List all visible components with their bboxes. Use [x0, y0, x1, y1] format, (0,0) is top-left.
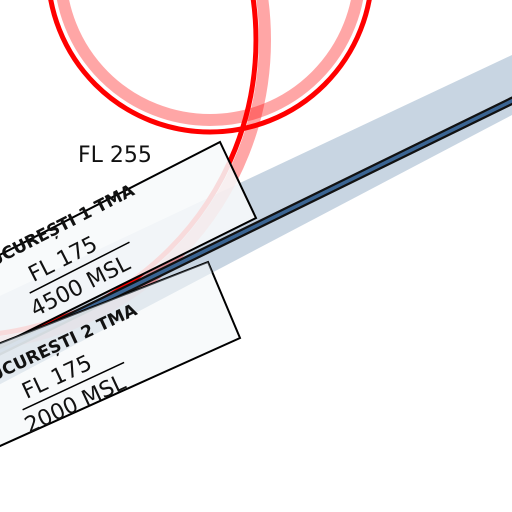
fl-255-label: FL 255 — [78, 143, 152, 168]
tma-boundary-arc — [0, 0, 259, 336]
restricted-area-circle — [48, 0, 372, 135]
tma2-label-box — [0, 260, 242, 448]
tma2-limit-divider — [22, 361, 125, 411]
restricted-area-halo — [56, 0, 364, 126]
tma2-band-overlap — [0, 262, 240, 400]
tma1-limit-divider — [29, 241, 130, 294]
tma-boundary-arc-halo — [0, 0, 271, 349]
